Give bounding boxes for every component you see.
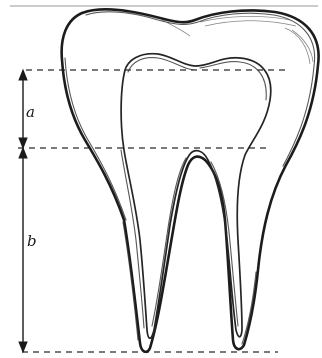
- pulp-chamber: [121, 54, 271, 339]
- dimension-arrow-b: [19, 148, 27, 352]
- label-b: b: [27, 232, 37, 250]
- tooth-outline: [62, 9, 319, 351]
- label-a: a: [26, 103, 35, 121]
